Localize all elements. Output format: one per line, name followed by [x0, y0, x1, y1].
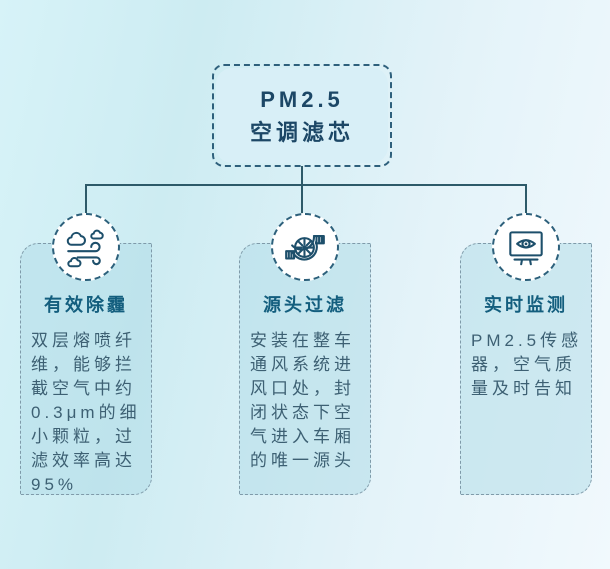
haze-wind-icon: [63, 224, 109, 270]
connector-drop-center: [301, 184, 303, 217]
feature-card-source-filtration: 源头过滤 安装在整车通风系统进风口处，封闭状态下空气进入车厢的唯一源头: [239, 243, 371, 495]
feature-circle-monitor: [492, 213, 560, 281]
page-title-line1: PM2.5: [260, 86, 344, 112]
root-node-pm25-filter: PM2.5 空调滤芯: [212, 64, 392, 167]
feature-circle-haze: [52, 213, 120, 281]
connector-drop-left: [85, 184, 87, 217]
turbo-fan-icon: [285, 234, 325, 261]
monitor-eye-icon: [509, 231, 543, 266]
page-title-line2: 空调滤芯: [249, 119, 354, 145]
feature-title-source-filtration: 源头过滤: [263, 295, 347, 315]
connector-horizontal: [85, 184, 527, 186]
feature-description-haze-removal: 双层熔喷纤维，能够拦截空气中约0.3μm的细小颗粒，过滤效率高达95%: [31, 331, 141, 494]
feature-description-realtime-monitoring: PM2.5传感器，空气质量及时告知: [471, 331, 583, 398]
feature-card-realtime-monitoring: 实时监测 PM2.5传感器，空气质量及时告知: [460, 243, 592, 495]
feature-title-haze-removal: 有效除霾: [44, 295, 128, 315]
feature-card-haze-removal: 有效除霾 双层熔喷纤维，能够拦截空气中约0.3μm的细小颗粒，过滤效率高达95%: [20, 243, 152, 495]
connector-drop-right: [525, 184, 527, 217]
feature-circle-filter: [271, 213, 339, 281]
connector-stem: [301, 166, 303, 185]
feature-description-source-filtration: 安装在整车通风系统进风口处，封闭状态下空气进入车厢的唯一源头: [250, 331, 355, 470]
root-node-fill: PM2.5 空调滤芯: [216, 68, 388, 163]
feature-title-realtime-monitoring: 实时监测: [484, 295, 568, 315]
